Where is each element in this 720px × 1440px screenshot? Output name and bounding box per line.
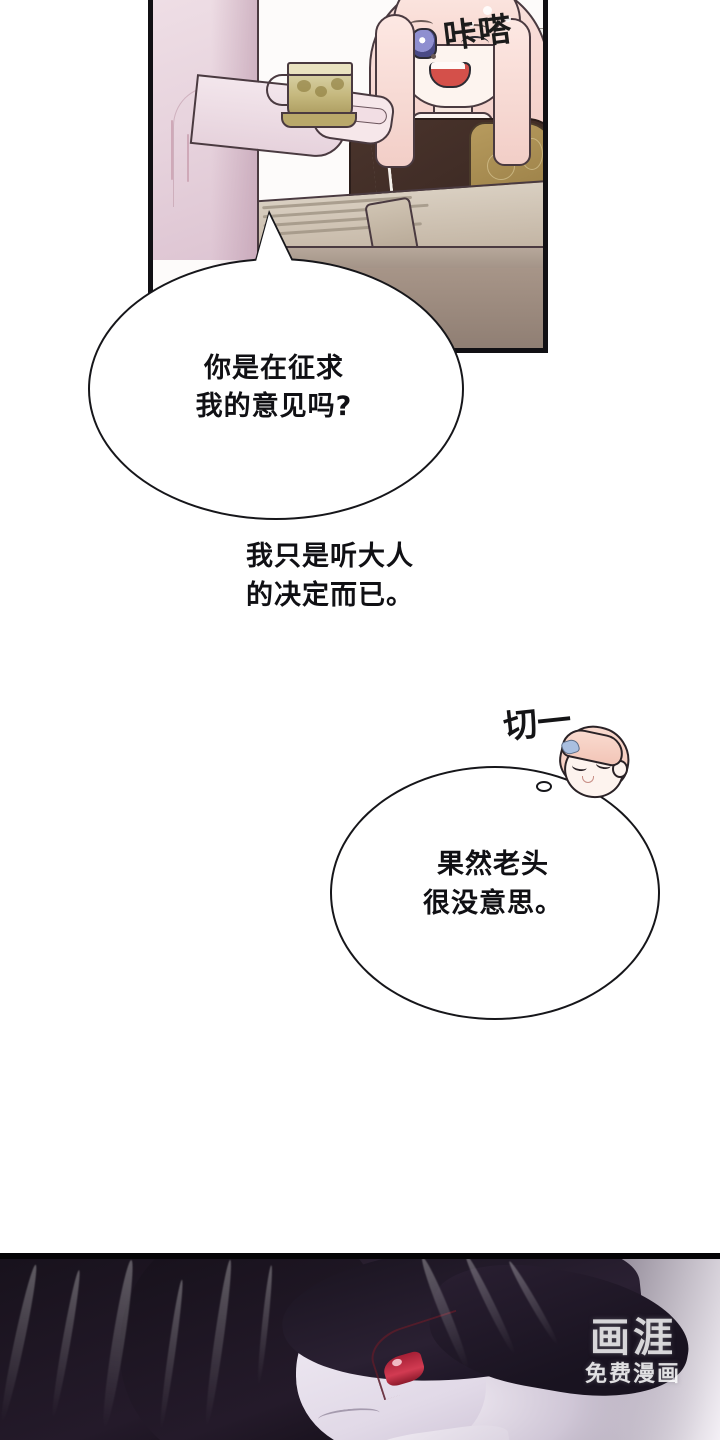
girl-nose-dot [431,54,436,59]
sfx-katta: 咔嗒 [441,8,516,57]
teacup-pattern [315,86,327,97]
narration-1: 我只是听大人 的决定而已。 [160,538,500,616]
teacup-base [281,112,357,128]
bubble-2-tail-dot [536,781,552,792]
panel-top-artwork: 咔嗒 [153,0,543,348]
girl-teeth [431,62,465,69]
girl-sidelock-left [375,14,415,168]
servant-fold [187,134,189,182]
chibi-head [554,719,636,804]
narration-1-line-1: 我只是听大人 [246,541,414,572]
girl-brow-left [409,20,433,29]
sparkle [483,6,492,15]
bubble-1-line-1: 你是在征求 [204,353,344,384]
bubble-1-line-2: 我的意见吗? [195,391,353,423]
servant-fold [171,120,173,180]
sparkle [469,22,474,27]
teacup-handle [266,74,296,106]
narration-1-line-2: 的决定而已。 [246,579,414,611]
panel-bottom [0,1253,720,1440]
teacup-pattern [331,78,344,90]
bubble-1-tail [252,214,299,276]
girl-brow-right [463,24,487,33]
bubble-2-line-1: 果然老头 [437,849,549,880]
bubble-2-text: 果然老头 很没意思。 [330,846,656,924]
bubble-2-line-2: 很没意思。 [423,887,563,919]
teacup-rim [287,62,353,76]
girl-sidelock-right [493,18,531,166]
girl-eye-winking [461,36,489,51]
sparkle [505,16,511,22]
teacup-pattern [297,80,311,92]
bubble-2 [330,766,660,1020]
panel-top: 咔嗒 [148,0,548,353]
bubble-1 [88,258,464,520]
bubble-1-text: 你是在征求 我的意见吗? [88,350,460,427]
